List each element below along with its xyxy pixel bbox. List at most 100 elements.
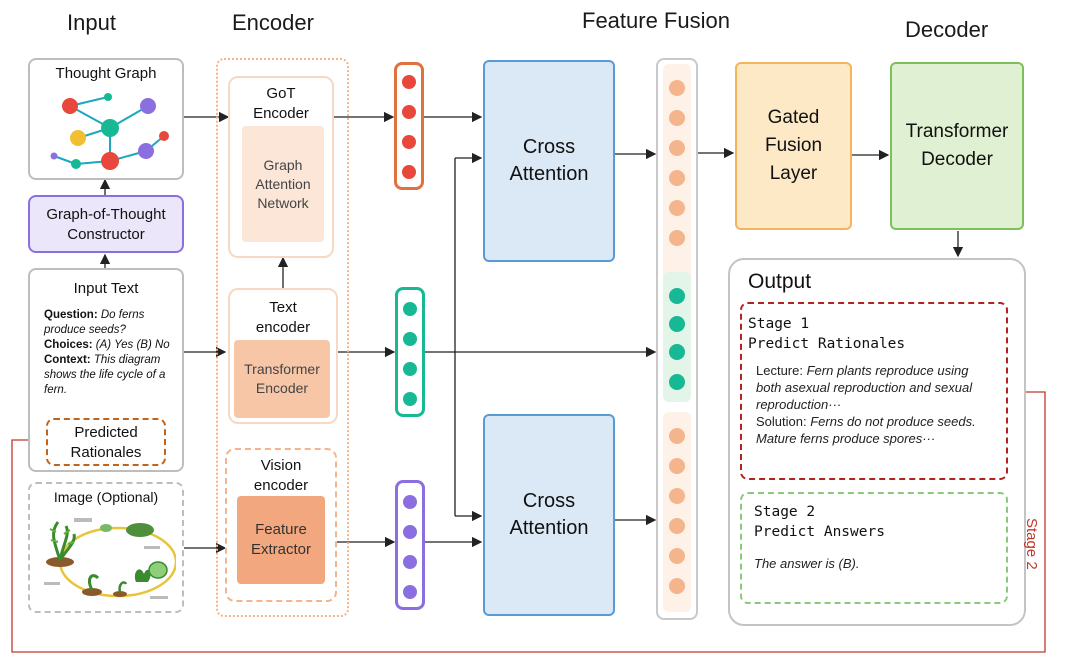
vector-node	[403, 392, 417, 406]
fused-node	[669, 288, 685, 304]
got-encoder-box: GoT Encoder Graph Attention Network	[228, 76, 334, 258]
vector-node	[402, 105, 416, 119]
question-label: Question:	[44, 309, 98, 321]
gan-line3: Network	[257, 194, 309, 211]
transformer-decoder-line2: Decoder	[921, 149, 993, 170]
vector-node	[403, 525, 417, 539]
transformer-decoder: Transformer Decoder	[890, 62, 1024, 230]
gated-fusion-layer: Gated Fusion Layer	[735, 62, 852, 230]
graph-of-thought-constructor: Graph-of-Thought Constructor	[28, 195, 184, 253]
got-feature-vector	[394, 62, 424, 190]
constructor-line1: Graph-of-Thought	[46, 205, 166, 223]
image-panel: Image (Optional)	[28, 482, 184, 613]
gan-line1: Graph	[263, 156, 303, 173]
predicted-rationales-line2: Rationales	[70, 443, 142, 461]
gated-fusion-line2: Fusion	[764, 135, 823, 156]
feature-extractor-line1: Feature	[255, 521, 307, 538]
text-encoder-box: Text encoder Transformer Encoder	[228, 288, 338, 424]
vector-node	[403, 495, 417, 509]
vector-node	[403, 302, 417, 316]
fused-node	[669, 488, 685, 504]
cross-attention-top-line1: Cross	[522, 136, 576, 158]
text-encoder-line2: encoder	[255, 319, 311, 336]
input-header: Input	[67, 10, 116, 35]
cross-attention-bottom: Cross Attention	[483, 414, 615, 616]
stage2-subtitle: Predict Answers	[754, 524, 885, 540]
vector-node	[403, 555, 417, 569]
feature-fusion-header: Feature Fusion	[582, 8, 730, 33]
cross-attention-top: Cross Attention	[483, 60, 615, 262]
answer-text: The answer is (B).	[754, 556, 860, 571]
stage1-content: Lecture: Fern plants reproduce using bot…	[756, 362, 996, 447]
output-panel: Output Stage 1 Predict Rationales Lectur…	[728, 258, 1026, 626]
stage1-subtitle: Predict Rationales	[748, 336, 906, 352]
fused-node	[669, 374, 685, 390]
input-text-content: Question: Do ferns produce seeds? Choice…	[44, 308, 176, 398]
lecture-text: Fern plants reproduce using both asexual…	[756, 363, 973, 412]
transformer-decoder-line1: Transformer	[905, 121, 1009, 142]
constructor-line2: Constructor	[67, 225, 145, 243]
vision-encoder-box: Vision encoder Feature Extractor	[225, 448, 337, 602]
image-title: Image (Optional)	[53, 489, 159, 505]
vector-node	[402, 135, 416, 149]
text-encoder-label: Text encoder	[230, 298, 336, 338]
fused-node	[669, 170, 685, 186]
feature-extractor: Feature Extractor	[237, 496, 325, 584]
cross-attention-bottom-line1: Cross	[522, 490, 576, 512]
fused-node	[669, 140, 685, 156]
fused-node	[669, 200, 685, 216]
gated-fusion-line1: Gated	[767, 107, 820, 128]
encoder-header: Encoder	[232, 10, 314, 35]
fused-node	[669, 518, 685, 534]
thought-graph-title: Thought Graph	[55, 65, 157, 82]
solution-label: Solution:	[756, 414, 807, 429]
got-encoder-label: GoT Encoder	[230, 84, 332, 124]
thought-graph-panel: Thought Graph	[28, 58, 184, 180]
fused-node	[669, 230, 685, 246]
vector-node	[403, 362, 417, 376]
text-feature-vector	[395, 287, 425, 417]
vector-node	[403, 332, 417, 346]
got-encoder-line1: GoT	[266, 85, 296, 102]
vector-node	[402, 75, 416, 89]
fused-node	[669, 548, 685, 564]
stage2-header: Stage 2 Predict Answers	[754, 502, 885, 542]
fused-node	[669, 80, 685, 96]
question-text: Do ferns produce seeds?	[44, 309, 145, 336]
thought-graph-illustration	[50, 93, 169, 170]
fused-node	[669, 110, 685, 126]
fused-node	[669, 458, 685, 474]
transformer-encoder-line1: Transformer	[244, 361, 320, 377]
graph-attention-network: Graph Attention Network	[242, 126, 324, 242]
input-text-panel: Input Text Question: Do ferns produce se…	[28, 268, 184, 472]
image-feature-vector	[395, 480, 425, 610]
output-title: Output	[748, 270, 812, 293]
gan-line2: Attention	[255, 175, 311, 192]
stage2-title: Stage 2	[754, 504, 816, 520]
vision-encoder-line2: encoder	[253, 477, 309, 494]
transformer-encoder-line2: Encoder	[255, 380, 309, 396]
predicted-rationales-line1: Predicted	[74, 423, 138, 441]
got-encoder-line2: Encoder	[253, 105, 309, 122]
stage1-box: Stage 1 Predict Rationales Lecture: Fern…	[740, 302, 1008, 480]
context-label: Context:	[44, 354, 91, 366]
gated-fusion-line3: Layer	[769, 163, 818, 184]
choices-text: (A) Yes (B) No	[95, 339, 170, 351]
solution-text: Ferns do not produce seeds. Mature ferns…	[756, 414, 976, 446]
stage1-title: Stage 1	[748, 316, 810, 332]
context-text: This diagram shows the life cycle of a f…	[44, 354, 166, 396]
stage2-box: Stage 2 Predict Answers The answer is (B…	[740, 492, 1008, 604]
vector-node	[402, 165, 416, 179]
lecture-label: Lecture:	[756, 363, 803, 378]
vector-node	[403, 585, 417, 599]
cross-attention-bottom-line2: Attention	[509, 517, 589, 539]
fern-lifecycle-image	[44, 518, 176, 599]
input-text-title: Input Text	[73, 280, 139, 297]
fused-node	[669, 316, 685, 332]
vision-encoder-label: Vision encoder	[227, 456, 335, 496]
fused-node	[669, 428, 685, 444]
fused-node	[669, 344, 685, 360]
predicted-rationales-box: Predicted Rationales	[46, 418, 166, 466]
vision-encoder-line1: Vision	[260, 457, 302, 474]
